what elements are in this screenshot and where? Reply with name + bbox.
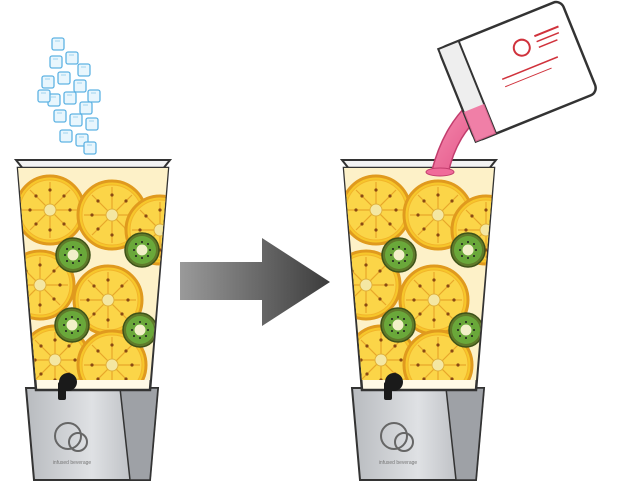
brand-logo-icon <box>512 38 531 57</box>
dispenser-logo-icon <box>54 422 82 450</box>
dispenser-logo-icon <box>380 422 408 450</box>
spigot-icon <box>384 373 403 400</box>
dispenser-logo-text-left: infused beverage <box>53 460 92 466</box>
dispenser-base-right: infused beverage <box>350 387 486 481</box>
drink-mix-carton <box>436 0 597 144</box>
dispenser-left: infused beverage <box>13 37 173 481</box>
fruit-contents-left <box>18 168 168 380</box>
dispenser-logo-text-right: infused beverage <box>379 460 418 466</box>
spigot-icon <box>58 373 77 400</box>
ice-cubes-falling <box>37 37 101 155</box>
right-arrow-icon <box>180 238 330 326</box>
fruit-contents-right <box>344 168 494 380</box>
dispenser-base-left: infused beverage <box>24 387 160 481</box>
kiwi-slice <box>55 237 91 273</box>
dispenser-right: infused beverage <box>339 0 597 481</box>
